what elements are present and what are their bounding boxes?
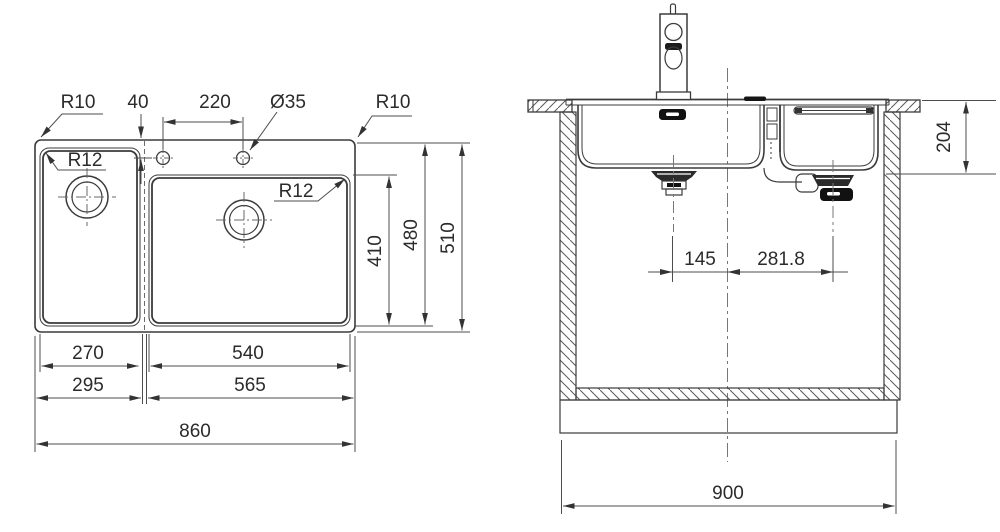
left-bowl — [39, 147, 141, 327]
right-drain-trap — [795, 160, 854, 232]
dim-overall-depth-510: 510 — [357, 144, 470, 333]
dim-label-145: 145 — [684, 249, 716, 270]
dim-label: R10 — [61, 92, 96, 113]
section-view: 204 145 281.8 900 — [527, 3, 996, 514]
dim-label: R12 — [279, 181, 314, 202]
dim-label: 40 — [127, 92, 148, 113]
dim-bottom-extension-lines — [34, 334, 356, 452]
dim-right-bowl-width-540: 540 — [150, 343, 349, 369]
dim-label: 295 — [72, 375, 104, 396]
faucet-hole-left — [153, 148, 173, 168]
dim-radius-outer-right: R10 — [357, 92, 412, 138]
dim-radius-outer-left: R10 — [40, 92, 103, 138]
dim-hole-diameter: Ø35 — [249, 92, 306, 151]
left-drain-trap — [651, 155, 697, 232]
plan-view: R10 40 220 Ø35 R10 R12 R12 — [34, 92, 470, 452]
dim-label: R12 — [68, 150, 103, 171]
dim-label: 480 — [401, 219, 422, 251]
right-bowl — [148, 174, 351, 327]
dim-label: 220 — [199, 92, 231, 113]
dim-label: 270 — [72, 343, 104, 364]
dim-left-bowl-width-270: 270 — [41, 343, 139, 369]
dim-hole-spacing: 220 — [162, 92, 244, 149]
dim-bowl-depth-410: 410 — [353, 174, 397, 325]
dim-cabinet-width-900: 900 — [561, 440, 897, 514]
cabinet-right-wall — [883, 111, 901, 401]
left-bowl-section — [577, 105, 765, 169]
rim-accessory-strip — [744, 96, 766, 101]
countertop-right — [885, 99, 921, 113]
dim-label: R10 — [376, 92, 411, 113]
overflow-slot — [659, 109, 686, 120]
dim-label: 204 — [934, 121, 955, 153]
dim-label: 410 — [365, 235, 386, 267]
dim-label: Ø35 — [270, 92, 306, 113]
dim-radius-bowl-left: R12 — [45, 150, 106, 171]
dim-left-section-width-295: 295 — [36, 375, 141, 401]
dim-label: 540 — [232, 343, 264, 364]
right-drain — [216, 192, 272, 248]
cabinet-bottom — [575, 387, 885, 401]
dim-label: 900 — [712, 483, 744, 504]
dim-radius-bowl-right: R12 — [274, 178, 346, 202]
dim-inner-depth-480: 480 — [355, 142, 470, 327]
faucet — [655, 3, 692, 101]
dim-label: 860 — [179, 421, 211, 442]
cabinet-left-wall — [559, 111, 577, 401]
right-bowl-rack — [793, 106, 875, 115]
dim-hole-edge-offset: 40 — [127, 92, 152, 184]
dim-label-281-8: 281.8 — [757, 249, 805, 270]
dim-right-section-width-565: 565 — [148, 375, 354, 401]
countertop-left — [527, 99, 573, 113]
sink-flange-section — [565, 98, 890, 106]
faucet-hole-right — [233, 148, 253, 168]
sink-rim-outline — [34, 139, 356, 333]
left-drain — [58, 168, 116, 226]
dim-overall-width-860: 860 — [36, 421, 354, 447]
right-bowl-section — [779, 105, 879, 171]
cabinet-plinth — [559, 399, 898, 434]
dim-drain-offsets: 145 281.8 — [648, 236, 848, 282]
dim-label: 565 — [234, 375, 266, 396]
dim-label: 510 — [438, 222, 459, 254]
dim-depth-204: 204 — [886, 100, 996, 175]
